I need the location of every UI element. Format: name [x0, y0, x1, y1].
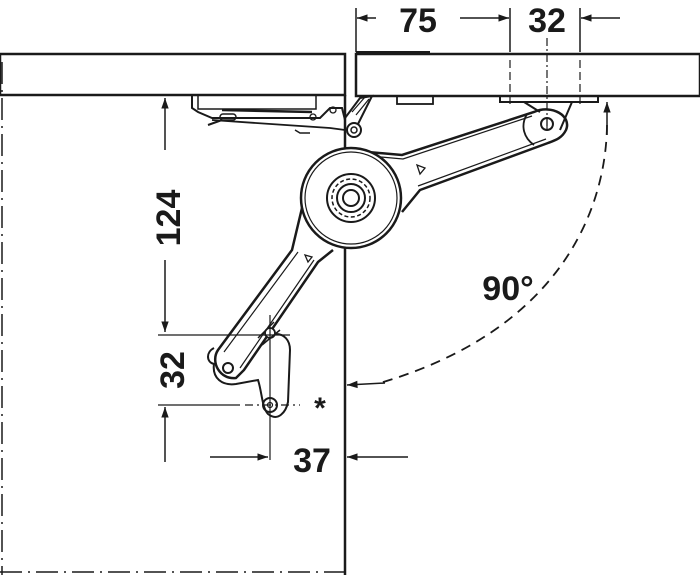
mounting-plate [191, 94, 346, 135]
dimension-75-label: 75 [399, 2, 437, 40]
dimension-75: 75 [355, 2, 511, 52]
lever-arm-upper [344, 108, 569, 213]
spring-hub [299, 146, 403, 250]
centerline-left [0, 62, 345, 575]
dimension-124: 124 [150, 98, 188, 332]
dimension-124-label: 124 [150, 190, 188, 247]
angle-90-arc: 90° [346, 102, 611, 389]
dimension-32-top-label: 32 [528, 2, 566, 40]
dimension-32-top: 32 [528, 2, 620, 52]
hinge-link [344, 94, 374, 138]
asterisk-marker: * [314, 392, 326, 425]
dimension-32-vertical: 32 [154, 315, 300, 462]
dimension-37: 37 [210, 442, 408, 480]
cabinet-top-panel [0, 52, 347, 97]
flap-panel [354, 51, 700, 98]
angle-90-label: 90° [482, 270, 533, 308]
dimension-32-vertical-label: 32 [154, 351, 192, 389]
flap-bracket [396, 38, 599, 131]
dimension-37-label: 37 [293, 442, 331, 480]
side-mount-bracket [207, 321, 292, 418]
